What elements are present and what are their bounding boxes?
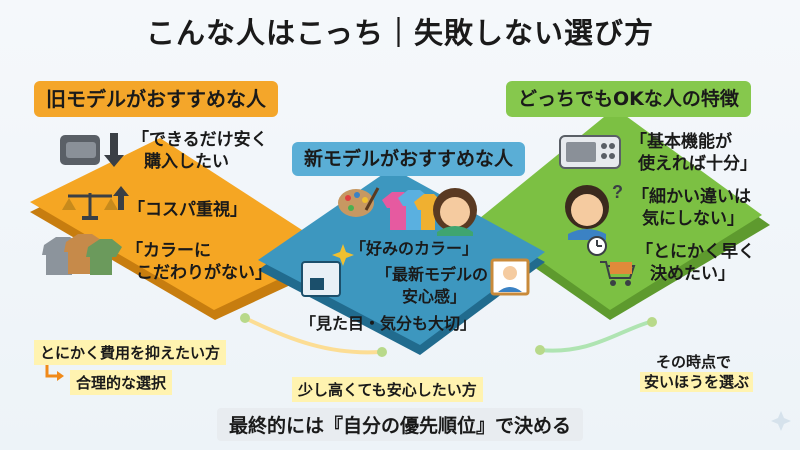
connector-dot (377, 347, 387, 357)
wallet-down-icon (60, 133, 124, 167)
center-header: 新モデルがおすすめな人 (292, 142, 526, 176)
right-item-1: 「基本機能が 使えれば十分」 (630, 131, 757, 175)
right-item-1-line-1: 「基本機能が (630, 132, 732, 152)
right-header: どっちでもOKな人の特徴 (506, 81, 751, 117)
right-item-2-line-2: 気にしない」 (642, 209, 744, 229)
left-sub-note: 合理的な選択 (70, 370, 173, 395)
right-diamond (478, 108, 770, 320)
right-item-3-line-2: 決めたい」 (650, 264, 735, 284)
connector-left-center (244, 316, 381, 355)
connector-dot (647, 317, 657, 327)
right-item-3-line-1: 「とにかく早く (636, 242, 755, 262)
left-diamond (30, 138, 340, 320)
center-item-3: 安心感」 (402, 287, 467, 306)
left-item-1: 「できるだけ安く 購入したい (132, 129, 268, 173)
left-item-3-line-1: 「カラーに (126, 241, 211, 261)
scale-up-icon (62, 186, 129, 220)
center-item-1: 「好みのカラー」 (350, 239, 479, 258)
clothes-icon (42, 234, 122, 275)
center-diamond (258, 168, 545, 355)
sparkle-icon (332, 244, 354, 266)
portrait-frame-icon (490, 258, 530, 296)
right-item-2: 「細かい違いは 気にしない」 (632, 186, 751, 230)
palette-icon (338, 187, 380, 217)
right-note-line-2: 安いほうを選ぶ (640, 372, 754, 392)
arrow-icon (45, 362, 59, 378)
left-item-3-line-2: こだわりがない」 (136, 263, 272, 283)
svg-text:?: ? (612, 182, 623, 202)
right-note: その時点で 安いほうを選ぶ (640, 352, 754, 392)
right-item-1-line-2: 使えれば十分」 (638, 154, 757, 174)
right-note-line-1: その時点で (656, 353, 732, 371)
left-item-2: 「コスパ重視」 (128, 199, 247, 221)
left-item-1-line-2: 購入したい (144, 152, 229, 172)
footer-banner: 最終的には『自分の優先順位』で決める (216, 408, 583, 441)
box-icon (301, 261, 341, 297)
left-item-2-line-1: 「コスパ重視」 (128, 200, 247, 220)
right-item-3: 「とにかく早く 決めたい」 (636, 241, 755, 285)
center-note: 少し高くても安心したい方 (292, 377, 483, 402)
left-note: とにかく費用を抑えたい方 (34, 340, 227, 365)
connector-dot (535, 345, 545, 355)
device-icon (559, 135, 621, 169)
left-header: 旧モデルがおすすめな人 (34, 81, 278, 117)
center-item-4: 「見た目・気分も大切」 (300, 314, 477, 333)
connector-center-right (539, 320, 651, 353)
connector-dot (240, 313, 250, 323)
woman-avatar-icon (433, 188, 477, 236)
center-item-2: 「最新モデルの (376, 265, 489, 284)
left-item-3: 「カラーに こだわりがない」 (126, 240, 272, 284)
page-title: こんな人はこっち｜失敗しない選び方 (146, 16, 654, 50)
left-item-1-line-1: 「できるだけ安く (132, 130, 268, 150)
arrow-head-icon (57, 371, 64, 381)
clock-cart-icon (587, 236, 636, 286)
corner-sparkle-icon (771, 411, 791, 431)
person-question-icon: ? (565, 182, 623, 240)
right-item-2-line-1: 「細かい違いは (632, 187, 751, 207)
footer-wrap: 最終的には『自分の優先順位』で決める (0, 408, 800, 441)
